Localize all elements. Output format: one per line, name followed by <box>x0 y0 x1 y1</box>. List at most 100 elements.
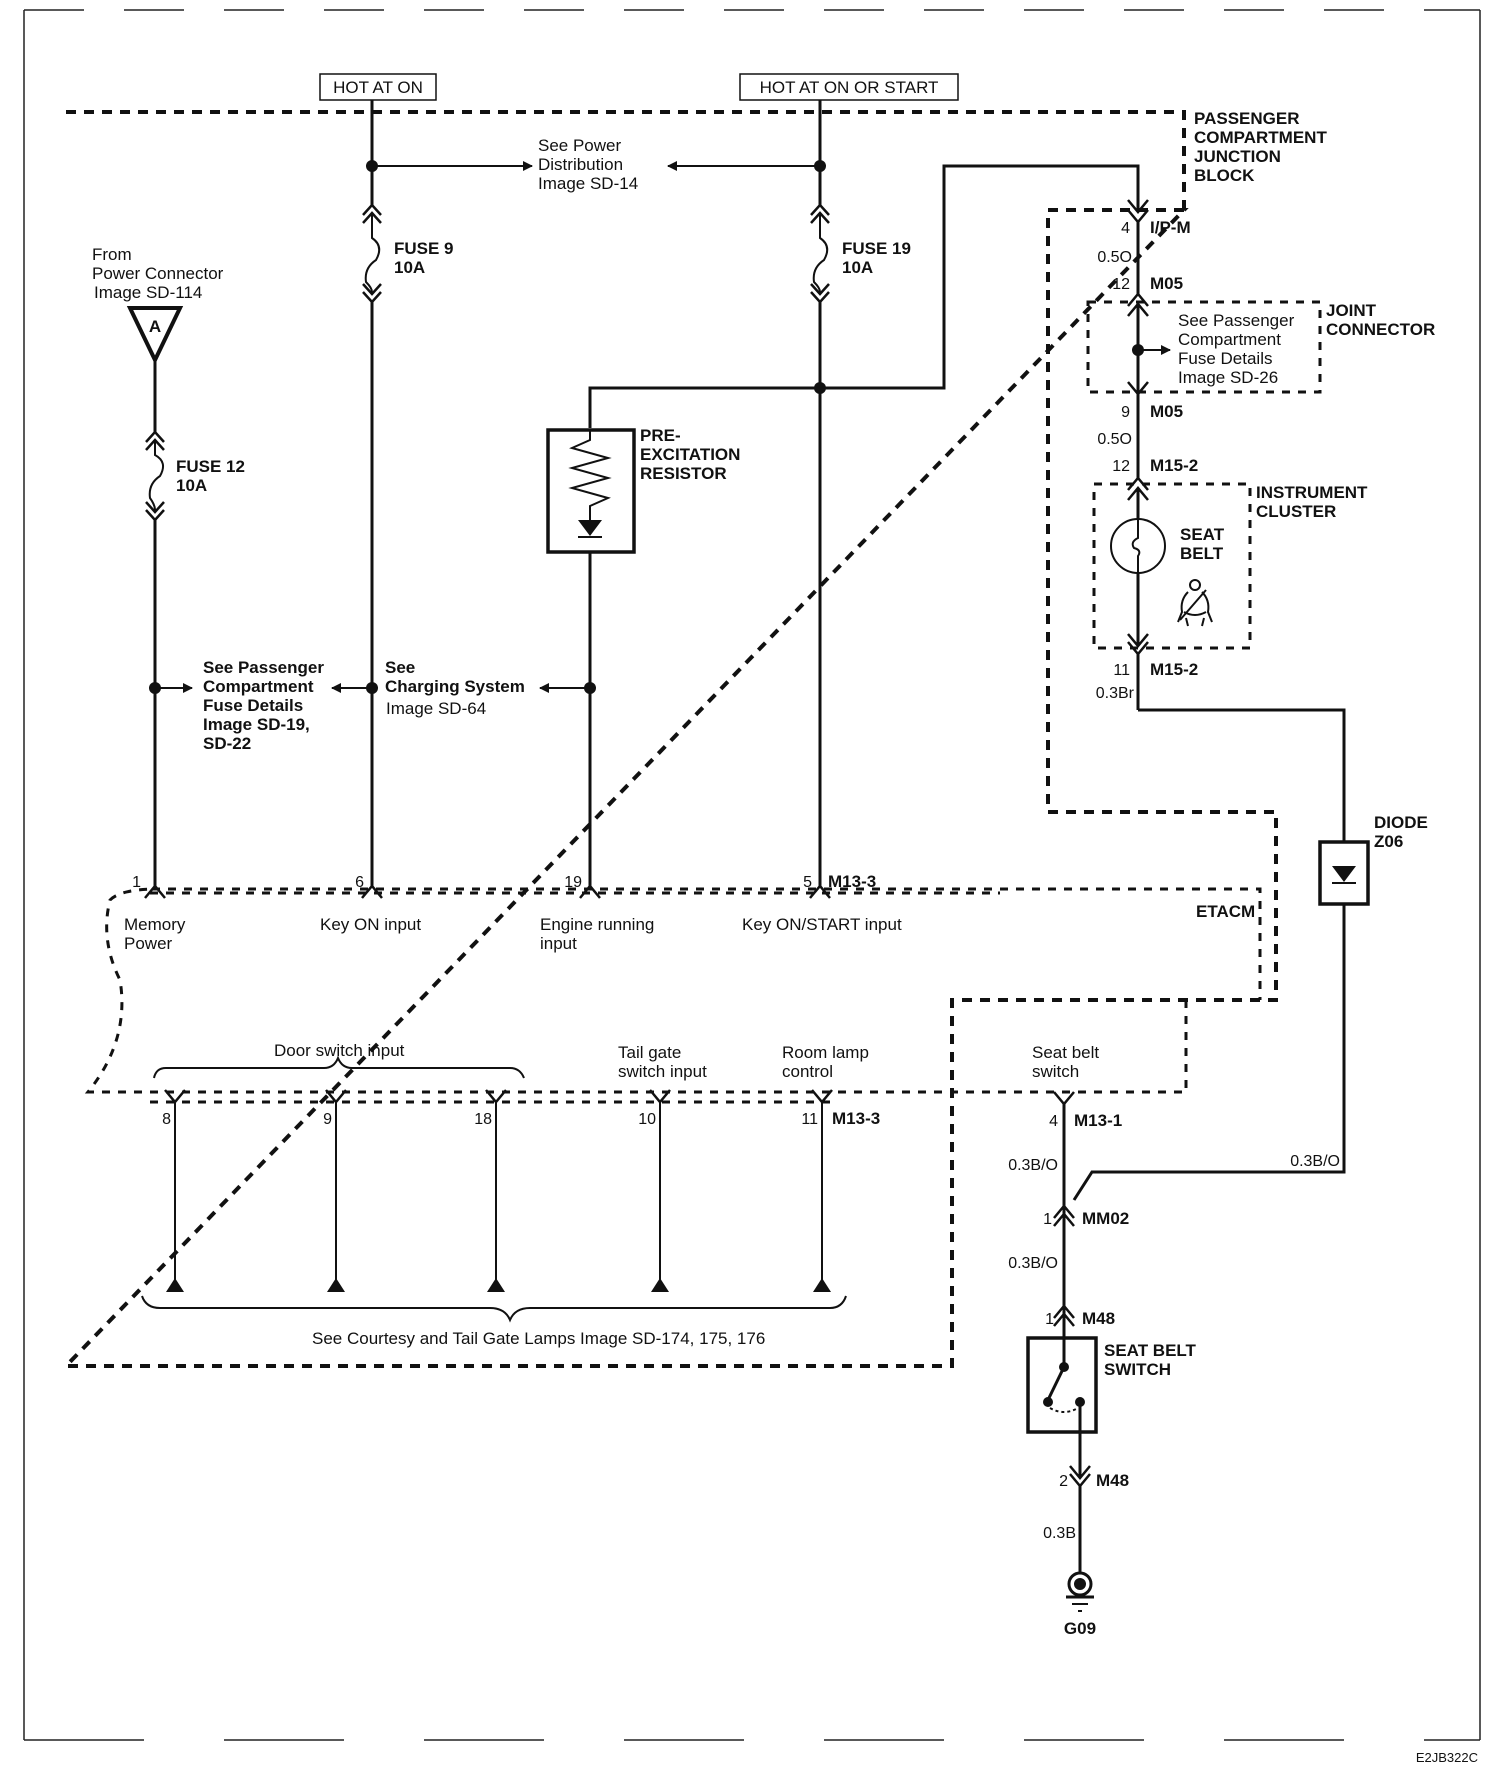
svg-text:Image SD-26: Image SD-26 <box>1178 368 1278 387</box>
etacm-pin-connector <box>325 1089 347 1104</box>
svg-text:See Courtesy and Tail Gate Lam: See Courtesy and Tail Gate Lamps Image S… <box>312 1329 765 1348</box>
svg-text:SEAT: SEAT <box>1180 525 1225 544</box>
svg-text:0.3B: 0.3B <box>1043 1525 1076 1542</box>
fuse-19-rating: 10A <box>842 258 873 277</box>
svg-text:0.5O: 0.5O <box>1097 431 1132 448</box>
etacm-top-connectors: 1 6 19 5 M13-3 <box>132 872 876 899</box>
svg-text:JUNCTION: JUNCTION <box>1194 147 1281 166</box>
svg-text:Image SD-114: Image SD-114 <box>94 283 202 302</box>
etacm-top-labels: Memory Power Key ON input Engine running… <box>124 915 902 953</box>
fuse-12-name: FUSE 12 <box>176 457 245 476</box>
junction-block-outline <box>61 110 1278 1368</box>
svg-text:5: 5 <box>803 874 812 891</box>
etacm-pin-number: 18 <box>474 1111 492 1128</box>
svg-text:PASSENGER: PASSENGER <box>1194 109 1300 128</box>
svg-text:1: 1 <box>1043 1211 1052 1228</box>
continuation-arrow-icon <box>166 1278 184 1292</box>
svg-text:switch: switch <box>1032 1062 1079 1081</box>
charging-system-reference: See Charging System Image SD-64 <box>385 658 525 718</box>
etacm-pin-number: 9 <box>323 1111 332 1128</box>
joint-connector-outline <box>1086 300 1322 394</box>
svg-text:switch input: switch input <box>618 1062 707 1081</box>
svg-text:M13-3: M13-3 <box>828 872 876 891</box>
fuse-12: FUSE 12 10A <box>145 430 245 522</box>
svg-text:SD-22: SD-22 <box>203 734 251 753</box>
svg-text:CLUSTER: CLUSTER <box>1256 502 1336 521</box>
figure-id: E2JB322C <box>1416 1750 1478 1765</box>
door-switch-brace: Door switch input <box>153 1041 525 1079</box>
diode-z06: DIODE Z06 <box>1318 813 1428 906</box>
page-frame <box>23 9 1481 1741</box>
svg-text:PRE-: PRE- <box>640 426 681 445</box>
svg-text:12: 12 <box>1112 276 1130 293</box>
etacm-bottom-connector-label: M13-3 <box>832 1109 880 1128</box>
svg-text:1: 1 <box>1045 1311 1054 1328</box>
seat-belt-lamp: SEAT BELT <box>1110 518 1225 574</box>
svg-text:MM02: MM02 <box>1082 1209 1129 1228</box>
svg-text:4: 4 <box>1049 1113 1058 1130</box>
svg-text:See: See <box>385 658 415 677</box>
seat-belt-switch: SEAT BELT SWITCH <box>1026 1336 1197 1434</box>
svg-text:DIODE: DIODE <box>1374 813 1428 832</box>
svg-text:Z06: Z06 <box>1374 832 1403 851</box>
fuse-9-name: FUSE 9 <box>394 239 454 258</box>
courtesy-lamps-brace: See Courtesy and Tail Gate Lamps Image S… <box>141 1295 847 1348</box>
svg-text:Tail gate: Tail gate <box>618 1043 681 1062</box>
svg-text:Memory: Memory <box>124 915 186 934</box>
seat-belt-warning-icon <box>1177 579 1213 627</box>
svg-text:Fuse Details: Fuse Details <box>1178 349 1272 368</box>
svg-text:0.3B/O: 0.3B/O <box>1290 1153 1340 1170</box>
joint-connector-label: JOINT CONNECTOR <box>1326 301 1435 339</box>
svg-text:M05: M05 <box>1150 274 1183 293</box>
svg-text:I/P-M: I/P-M <box>1150 218 1191 237</box>
svg-text:See Passenger: See Passenger <box>203 658 324 677</box>
passenger-fuse-details-reference-left: See Passenger Compartment Fuse Details I… <box>203 658 324 753</box>
junction-block-label: PASSENGER COMPARTMENT JUNCTION BLOCK <box>1194 109 1327 185</box>
etacm-bottom-labels: Tail gate switch input Room lamp control… <box>618 1043 1099 1081</box>
svg-text:BLOCK: BLOCK <box>1194 166 1255 185</box>
instrument-cluster-label: INSTRUMENT CLUSTER <box>1256 483 1368 521</box>
svg-text:Compartment: Compartment <box>203 677 314 696</box>
svg-text:M15-2: M15-2 <box>1150 660 1198 679</box>
continuation-arrow-icon <box>327 1278 345 1292</box>
svg-text:9: 9 <box>1121 404 1130 421</box>
hot-at-on-or-start-label: HOT AT ON OR START <box>739 73 959 101</box>
svg-text:Fuse Details: Fuse Details <box>203 696 303 715</box>
svg-text:Seat belt: Seat belt <box>1032 1043 1099 1062</box>
svg-text:Charging System: Charging System <box>385 677 525 696</box>
svg-text:Image SD-14: Image SD-14 <box>538 174 638 193</box>
svg-text:input: input <box>540 934 577 953</box>
svg-text:Room lamp: Room lamp <box>782 1043 869 1062</box>
svg-text:Key ON input: Key ON input <box>320 915 421 934</box>
svg-text:Distribution: Distribution <box>538 155 623 174</box>
svg-text:4: 4 <box>1121 220 1130 237</box>
svg-text:Image SD-19,: Image SD-19, <box>203 715 310 734</box>
svg-text:0.3Br: 0.3Br <box>1096 685 1135 702</box>
svg-text:1: 1 <box>132 874 141 891</box>
svg-text:6: 6 <box>355 874 364 891</box>
fuse-19-name: FUSE 19 <box>842 239 911 258</box>
etacm-outline <box>84 887 1262 1094</box>
etacm-pin-number: 10 <box>638 1111 656 1128</box>
power-connector-reference: From Power Connector Image SD-114 <box>92 245 224 302</box>
svg-text:0.3B/O: 0.3B/O <box>1008 1255 1058 1272</box>
svg-text:2: 2 <box>1059 1473 1068 1490</box>
svg-text:See Passenger: See Passenger <box>1178 311 1295 330</box>
etacm-pin-connector <box>485 1089 507 1104</box>
svg-text:RESISTOR: RESISTOR <box>640 464 727 483</box>
svg-text:19: 19 <box>564 874 582 891</box>
svg-text:SEAT BELT: SEAT BELT <box>1104 1341 1197 1360</box>
continuation-arrow-icon <box>487 1278 505 1292</box>
svg-text:Power Connector: Power Connector <box>92 264 224 283</box>
hot-at-on-text: HOT AT ON <box>333 78 423 97</box>
svg-text:0.3B/O: 0.3B/O <box>1008 1157 1058 1174</box>
pre-excitation-resistor: PRE- EXCITATION RESISTOR <box>546 426 740 554</box>
svg-text:JOINT: JOINT <box>1326 301 1377 320</box>
svg-text:CONNECTOR: CONNECTOR <box>1326 320 1435 339</box>
svg-text:BELT: BELT <box>1180 544 1224 563</box>
etacm-label: ETACM <box>1196 902 1255 921</box>
svg-text:M05: M05 <box>1150 402 1183 421</box>
svg-text:Key ON/START input: Key ON/START input <box>742 915 902 934</box>
